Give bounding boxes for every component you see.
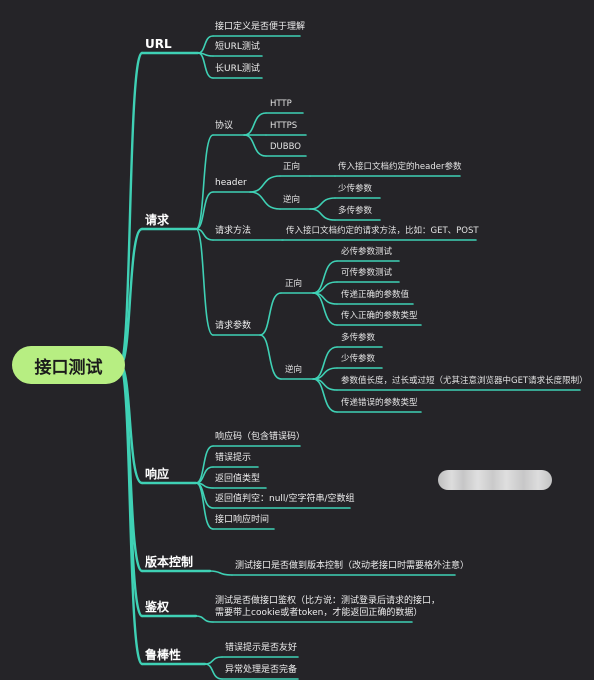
connector xyxy=(195,191,214,230)
connector xyxy=(204,663,223,680)
node-url1[interactable]: 接口定义是否便于理解 xyxy=(215,22,306,32)
connector xyxy=(249,175,281,193)
node-pneg3[interactable]: 参数值长度，过长或过短（尤其注意浏览器中GET请求长度限制） xyxy=(341,376,588,386)
node-https[interactable]: HTTPS xyxy=(270,121,298,131)
node-ppos3[interactable]: 传递正确的参数值 xyxy=(341,290,410,300)
node-hpos1[interactable]: 传入接口文档约定的header参数 xyxy=(338,162,462,172)
node-ppos2[interactable]: 可传参数测试 xyxy=(341,268,393,278)
connector xyxy=(197,52,214,79)
node-robust[interactable]: 鲁棒性 xyxy=(145,648,182,662)
node-hneg2[interactable]: 多传参数 xyxy=(338,206,373,216)
node-param[interactable]: 请求参数 xyxy=(215,321,252,331)
connector xyxy=(195,445,214,484)
node-rob1[interactable]: 错误提示是否友好 xyxy=(225,643,298,653)
connector xyxy=(118,363,144,618)
connector xyxy=(309,208,336,221)
node-auth[interactable]: 鉴权 xyxy=(145,600,170,614)
connector xyxy=(312,378,338,413)
connector xyxy=(195,228,214,336)
node-method1[interactable]: 传入接口文档约定的请求方法，比如：GET、POST xyxy=(286,226,479,236)
node-resp[interactable]: 响应 xyxy=(145,467,170,481)
connector xyxy=(312,260,338,294)
node-auth2[interactable]: 需要带上cookie或者token，才能返回正确的数据） xyxy=(215,608,423,618)
node-method[interactable]: 请求方法 xyxy=(215,226,252,236)
connector xyxy=(209,570,233,576)
node-http[interactable]: HTTP xyxy=(270,99,292,109)
connector xyxy=(312,346,338,380)
node-ver[interactable]: 版本控制 xyxy=(145,555,194,569)
connector xyxy=(195,482,214,530)
node-resp3[interactable]: 返回值类型 xyxy=(215,474,261,484)
connector xyxy=(195,228,214,241)
node-hneg1[interactable]: 少传参数 xyxy=(338,184,373,194)
connector xyxy=(259,334,282,380)
node-dubbo[interactable]: DUBBO xyxy=(270,142,301,152)
node-resp1[interactable]: 响应码（包含错误码） xyxy=(215,432,306,442)
node-pneg1[interactable]: 多传参数 xyxy=(341,333,376,343)
node-url2[interactable]: 短URL测试 xyxy=(215,42,260,52)
node-ppos[interactable]: 正向 xyxy=(285,279,303,289)
connector xyxy=(259,292,282,336)
node-resp5[interactable]: 接口响应时间 xyxy=(215,515,270,525)
connector xyxy=(118,51,144,367)
connector xyxy=(195,615,214,623)
node-url[interactable]: URL xyxy=(145,37,172,51)
connector xyxy=(204,656,223,665)
connector xyxy=(243,112,267,136)
node-proto[interactable]: 协议 xyxy=(215,121,234,131)
node-pneg2[interactable]: 少传参数 xyxy=(341,354,376,364)
node-url3[interactable]: 长URL测试 xyxy=(215,64,260,74)
node-pneg4[interactable]: 传递错误的参数类型 xyxy=(341,398,418,408)
node-pneg[interactable]: 逆向 xyxy=(285,365,303,375)
connector xyxy=(243,134,267,157)
connector xyxy=(312,292,338,326)
node-auth1[interactable]: 测试是否做接口鉴权（比方说：测试登录后请求的接口， xyxy=(215,596,441,606)
connector xyxy=(195,466,214,484)
node-req[interactable]: 请求 xyxy=(145,213,170,227)
node-ppos4[interactable]: 传入正确的参数类型 xyxy=(341,311,418,321)
node-hneg[interactable]: 逆向 xyxy=(283,195,301,205)
node-ver1[interactable]: 测试接口是否做到版本控制（改动老接口时需要格外注意） xyxy=(235,561,470,571)
node-hpos[interactable]: 正向 xyxy=(283,162,301,172)
node-ppos1[interactable]: 必传参数测试 xyxy=(341,247,393,257)
connector xyxy=(195,134,214,230)
blurred-watermark xyxy=(438,470,552,490)
node-resp2[interactable]: 错误提示 xyxy=(215,453,252,463)
connector xyxy=(309,197,336,210)
connector xyxy=(118,363,144,666)
connector xyxy=(249,191,281,210)
node-resp4[interactable]: 返回值判空：null/空字符串/空数组 xyxy=(215,494,355,504)
root-node[interactable]: 接口测试 xyxy=(12,346,125,384)
connector xyxy=(197,35,214,54)
node-header[interactable]: header xyxy=(215,178,247,188)
node-rob2[interactable]: 异常处理是否完备 xyxy=(225,665,298,675)
